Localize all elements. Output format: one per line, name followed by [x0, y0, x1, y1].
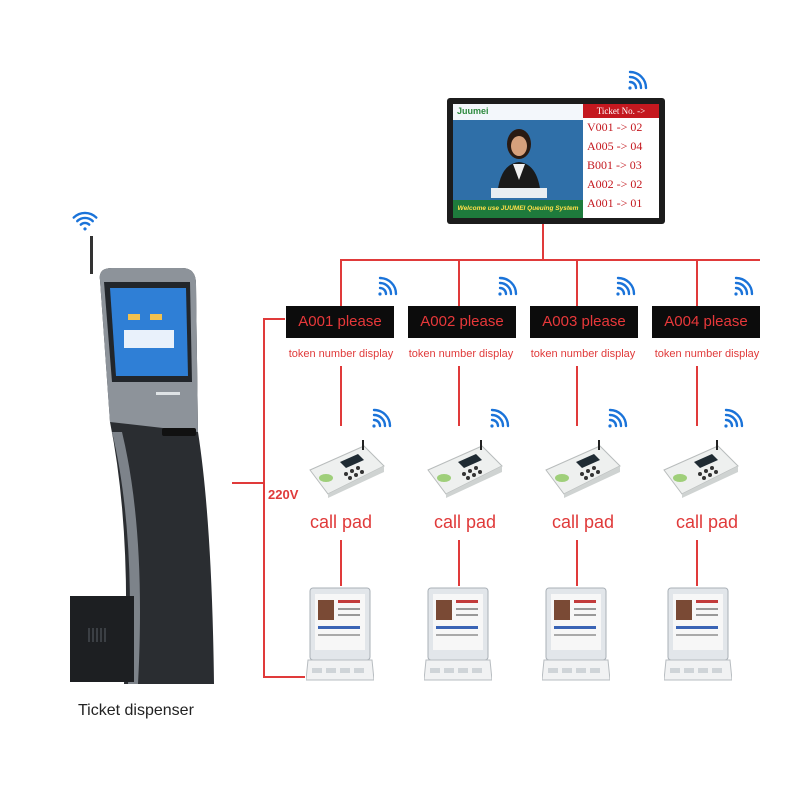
call-pad-device [663, 440, 739, 498]
wire-to-card-1 [263, 676, 305, 678]
wire-drop-2 [458, 259, 460, 307]
wire-led-pad-4 [696, 366, 698, 426]
evaluator-device [542, 587, 610, 681]
wire-left-to-led [263, 318, 285, 320]
ticket-row: V001 -> 02 [587, 120, 643, 134]
call-pad-label: call pad [675, 512, 739, 532]
wire-display-drop [542, 224, 544, 260]
ticket-table-header: Ticket No. -> Counter [583, 104, 659, 130]
wifi-icon [490, 408, 510, 428]
wire-kiosk-link [232, 482, 264, 484]
wire-pad-card-4 [696, 540, 698, 586]
voltage-label: 220V [268, 487, 299, 502]
ticket-table: Ticket No. -> Counter V001 -> 02 A005 ->… [583, 104, 659, 218]
wire-led-pad-3 [576, 366, 578, 426]
call-pad-device [427, 440, 503, 498]
wire-left-vertical [263, 318, 265, 678]
wifi-icon [498, 276, 518, 296]
wire-top-bus [340, 259, 760, 261]
evaluator-device [306, 587, 374, 681]
wire-drop-1 [340, 259, 342, 307]
evaluator-device [424, 587, 492, 681]
ticket-dispenser-kiosk [70, 236, 214, 684]
main-display: Juumei Welcome use JUUMEI Queuing System… [447, 98, 665, 224]
call-pad-label: call pad [551, 512, 615, 532]
counter-display-caption: token number display [530, 348, 636, 360]
ticket-dispenser-label: Ticket dispenser [78, 702, 194, 719]
wifi-icon [616, 276, 636, 296]
evaluator-device [664, 587, 732, 681]
ticket-row: A005 -> 04 [587, 139, 643, 153]
wifi-icon [724, 408, 744, 428]
wifi-icon [734, 276, 754, 296]
wifi-icon [608, 408, 628, 428]
display-video-area: Juumei Welcome use JUUMEI Queuing System [453, 104, 583, 218]
wifi-icon [372, 408, 392, 428]
wire-drop-3 [576, 259, 578, 307]
display-ticker: Welcome use JUUMEI Queuing System [457, 205, 579, 212]
wire-led-pad-1 [340, 366, 342, 426]
call-pad-device [309, 440, 385, 498]
ticket-row: B001 -> 03 [587, 158, 642, 172]
counter-display-4: A004 please [652, 306, 760, 338]
ticket-row: A001 -> 01 [587, 196, 643, 210]
main-display-screen: Juumei Welcome use JUUMEI Queuing System… [453, 104, 659, 218]
call-pad-device [545, 440, 621, 498]
wire-pad-card-3 [576, 540, 578, 586]
ticket-row: A002 -> 02 [587, 177, 643, 191]
counter-display-2: A002 please [408, 306, 516, 338]
counter-display-caption: token number display [654, 348, 760, 360]
wifi-icon [378, 276, 398, 296]
counter-display-caption: token number display [408, 348, 514, 360]
news-anchor-image [491, 129, 547, 198]
call-pad-label: call pad [433, 512, 497, 532]
call-pad-label: call pad [309, 512, 373, 532]
wire-pad-card-1 [340, 540, 342, 586]
wifi-icon [72, 211, 98, 231]
wire-drop-4 [696, 259, 698, 307]
counter-display-caption: token number display [288, 348, 394, 360]
wifi-icon [628, 70, 648, 90]
wire-pad-card-2 [458, 540, 460, 586]
counter-display-1: A001 please [286, 306, 394, 338]
counter-display-3: A003 please [530, 306, 638, 338]
display-brand: Juumei [457, 106, 489, 116]
wire-led-pad-2 [458, 366, 460, 426]
